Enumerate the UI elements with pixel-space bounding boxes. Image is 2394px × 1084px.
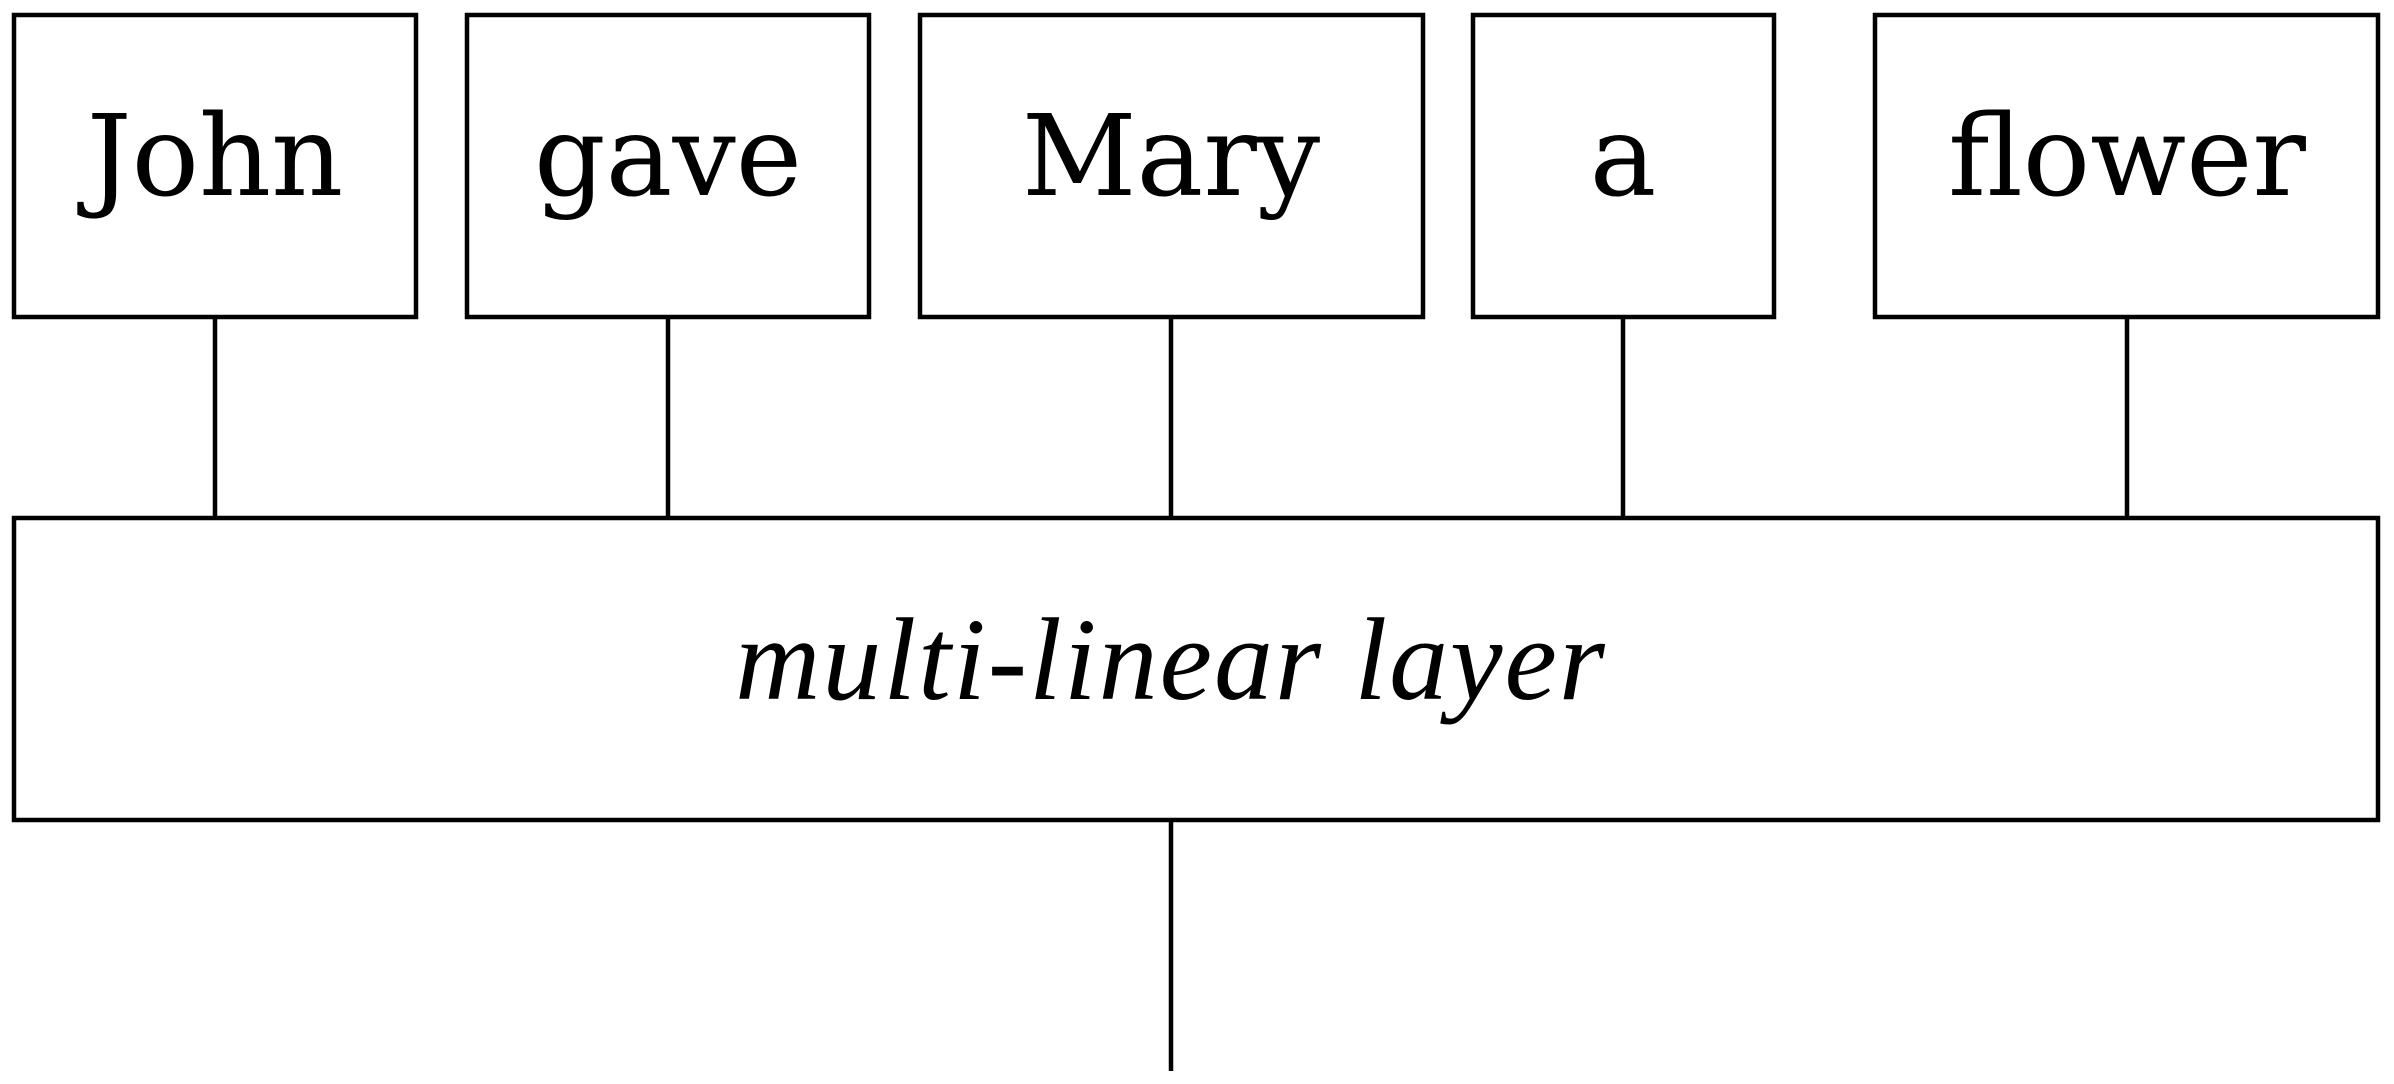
- multilinear-layer-box: multi-linear layer: [11, 515, 2381, 823]
- word-box-a: a: [1470, 12, 1777, 320]
- word-box-gave: gave: [464, 12, 872, 320]
- word-label-flower: flower: [1948, 92, 2306, 222]
- word-label-john: John: [77, 92, 344, 222]
- word-label-mary: Mary: [1022, 92, 1320, 222]
- word-box-john: John: [11, 12, 419, 320]
- multilinear-layer-label: multi-linear layer: [735, 594, 1607, 725]
- word-box-flower: flower: [1872, 12, 2381, 320]
- word-label-gave: gave: [534, 92, 802, 222]
- word-label-a: a: [1590, 92, 1657, 222]
- word-box-mary: Mary: [917, 12, 1426, 320]
